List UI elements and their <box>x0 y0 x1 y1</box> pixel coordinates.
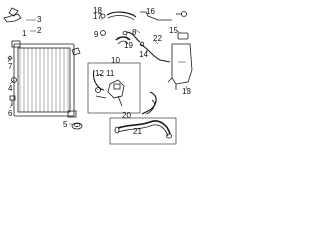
group-box-20 <box>109 117 177 145</box>
callout-17: 17 <box>93 12 102 21</box>
callout-6: 6 <box>8 109 13 118</box>
callout-11: 11 <box>106 69 115 78</box>
lower-hose-part <box>114 91 172 139</box>
callout-7: 7 <box>8 62 13 71</box>
upper-bracket-part <box>3 7 22 23</box>
callout-12: 12 <box>95 69 104 78</box>
radiator-cap-part <box>71 122 83 130</box>
callout-19: 19 <box>124 41 133 50</box>
callout-14: 14 <box>139 50 148 59</box>
callout-4: 4 <box>8 84 13 93</box>
coolant-reservoir-part <box>167 32 193 90</box>
callout-2: 2 <box>37 26 42 35</box>
callout-10: 10 <box>111 56 120 65</box>
clamp-and-hose-part <box>100 30 141 45</box>
callout-21: 21 <box>133 127 142 136</box>
callout-15: 15 <box>169 26 178 35</box>
leader-lines <box>7 17 189 125</box>
callout-13: 13 <box>182 87 191 96</box>
group-box-10 <box>87 62 141 114</box>
upper-hose-part <box>100 11 187 21</box>
radiator-part <box>11 40 81 118</box>
callout-9: 9 <box>94 30 99 39</box>
callout-22: 22 <box>153 34 162 43</box>
diagram-artwork <box>3 7 193 145</box>
callout-5: 5 <box>63 120 68 129</box>
callout-8: 8 <box>132 28 137 37</box>
overflow-hose-part <box>139 41 171 63</box>
parts-diagram: 3 2 1 7 4 6 5 18 17 16 9 8 19 22 15 14 1… <box>0 0 200 147</box>
left-fittings-part <box>7 55 17 106</box>
thermostat-housing-part <box>92 69 125 107</box>
callout-1: 1 <box>22 29 27 38</box>
callout-16: 16 <box>146 7 155 16</box>
callout-20: 20 <box>122 111 131 120</box>
callout-18: 18 <box>93 6 102 15</box>
callout-3: 3 <box>37 15 42 24</box>
